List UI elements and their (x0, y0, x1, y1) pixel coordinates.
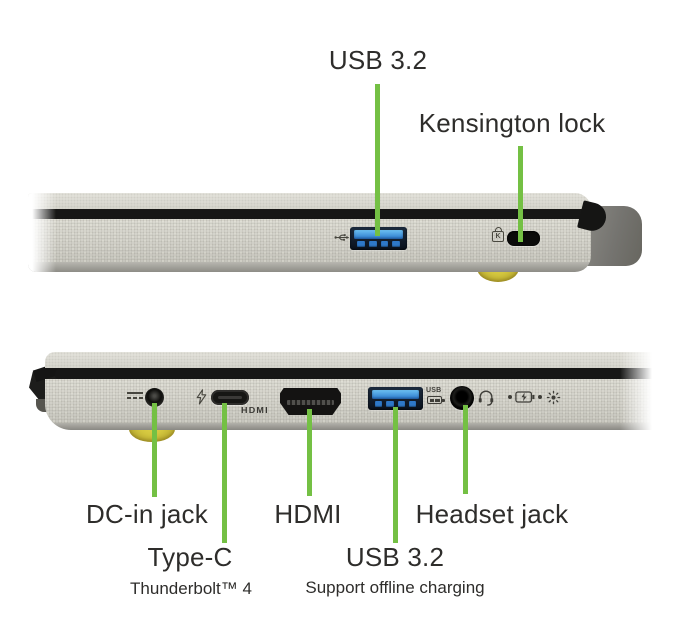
lid-gap (28, 209, 591, 219)
usb32-port (368, 387, 423, 410)
chassis-bottom-edge (45, 423, 660, 430)
laptop-right-edge: K (28, 193, 591, 272)
callout-line-usb32-top (375, 84, 380, 236)
lid-gap (55, 368, 660, 379)
laptop-left-edge: HDMI USB (45, 352, 660, 430)
lid-edge (28, 193, 591, 209)
label-usb32-bottom: USB 3.2 (345, 542, 445, 572)
usb-offline-charging-icon: USB (426, 387, 452, 405)
label-thunderbolt4: Thunderbolt™ 4 (130, 579, 252, 598)
callout-line-usb32-bottom (393, 407, 398, 543)
label-support-offline-charging: Support offline charging (305, 578, 485, 597)
power-indicator-icon (546, 390, 561, 405)
callout-line-type-c (222, 403, 227, 543)
kensington-lock-slot (507, 231, 540, 246)
label-usb32-top: USB 3.2 (328, 45, 428, 75)
label-headset-jack: Headset jack (415, 499, 569, 529)
lid-edge (45, 352, 660, 368)
kensington-lock-icon: K (492, 227, 505, 245)
callout-line-kensington (518, 146, 523, 242)
battery-led (508, 395, 512, 399)
callout-line-dc-in (152, 403, 157, 497)
label-dc-in-jack: DC-in jack (86, 499, 208, 529)
callout-line-headset (463, 405, 468, 494)
headset-jack-port (450, 386, 474, 410)
chassis-bottom-edge (28, 262, 591, 272)
dc-power-icon (127, 392, 144, 401)
callout-line-hdmi (307, 409, 312, 496)
dc-in-jack-port (145, 388, 164, 407)
label-type-c: Type-C (147, 542, 233, 572)
hdmi-logo-marking: HDMI (241, 405, 269, 415)
label-hdmi: HDMI (274, 499, 342, 529)
headset-icon (477, 389, 495, 406)
hdmi-pin-slot (287, 400, 334, 405)
photo-fade (28, 193, 56, 272)
photo-fade (620, 352, 660, 430)
usb-c-port (211, 390, 249, 405)
label-kensington-lock: Kensington lock (418, 108, 606, 138)
chassis-face (28, 219, 591, 262)
power-led (538, 395, 542, 399)
usb-trident-icon (334, 232, 350, 243)
battery-charging-icon (515, 390, 535, 404)
thunderbolt-icon (196, 389, 207, 405)
lock-shackle (495, 227, 502, 232)
chassis-face (45, 379, 660, 423)
